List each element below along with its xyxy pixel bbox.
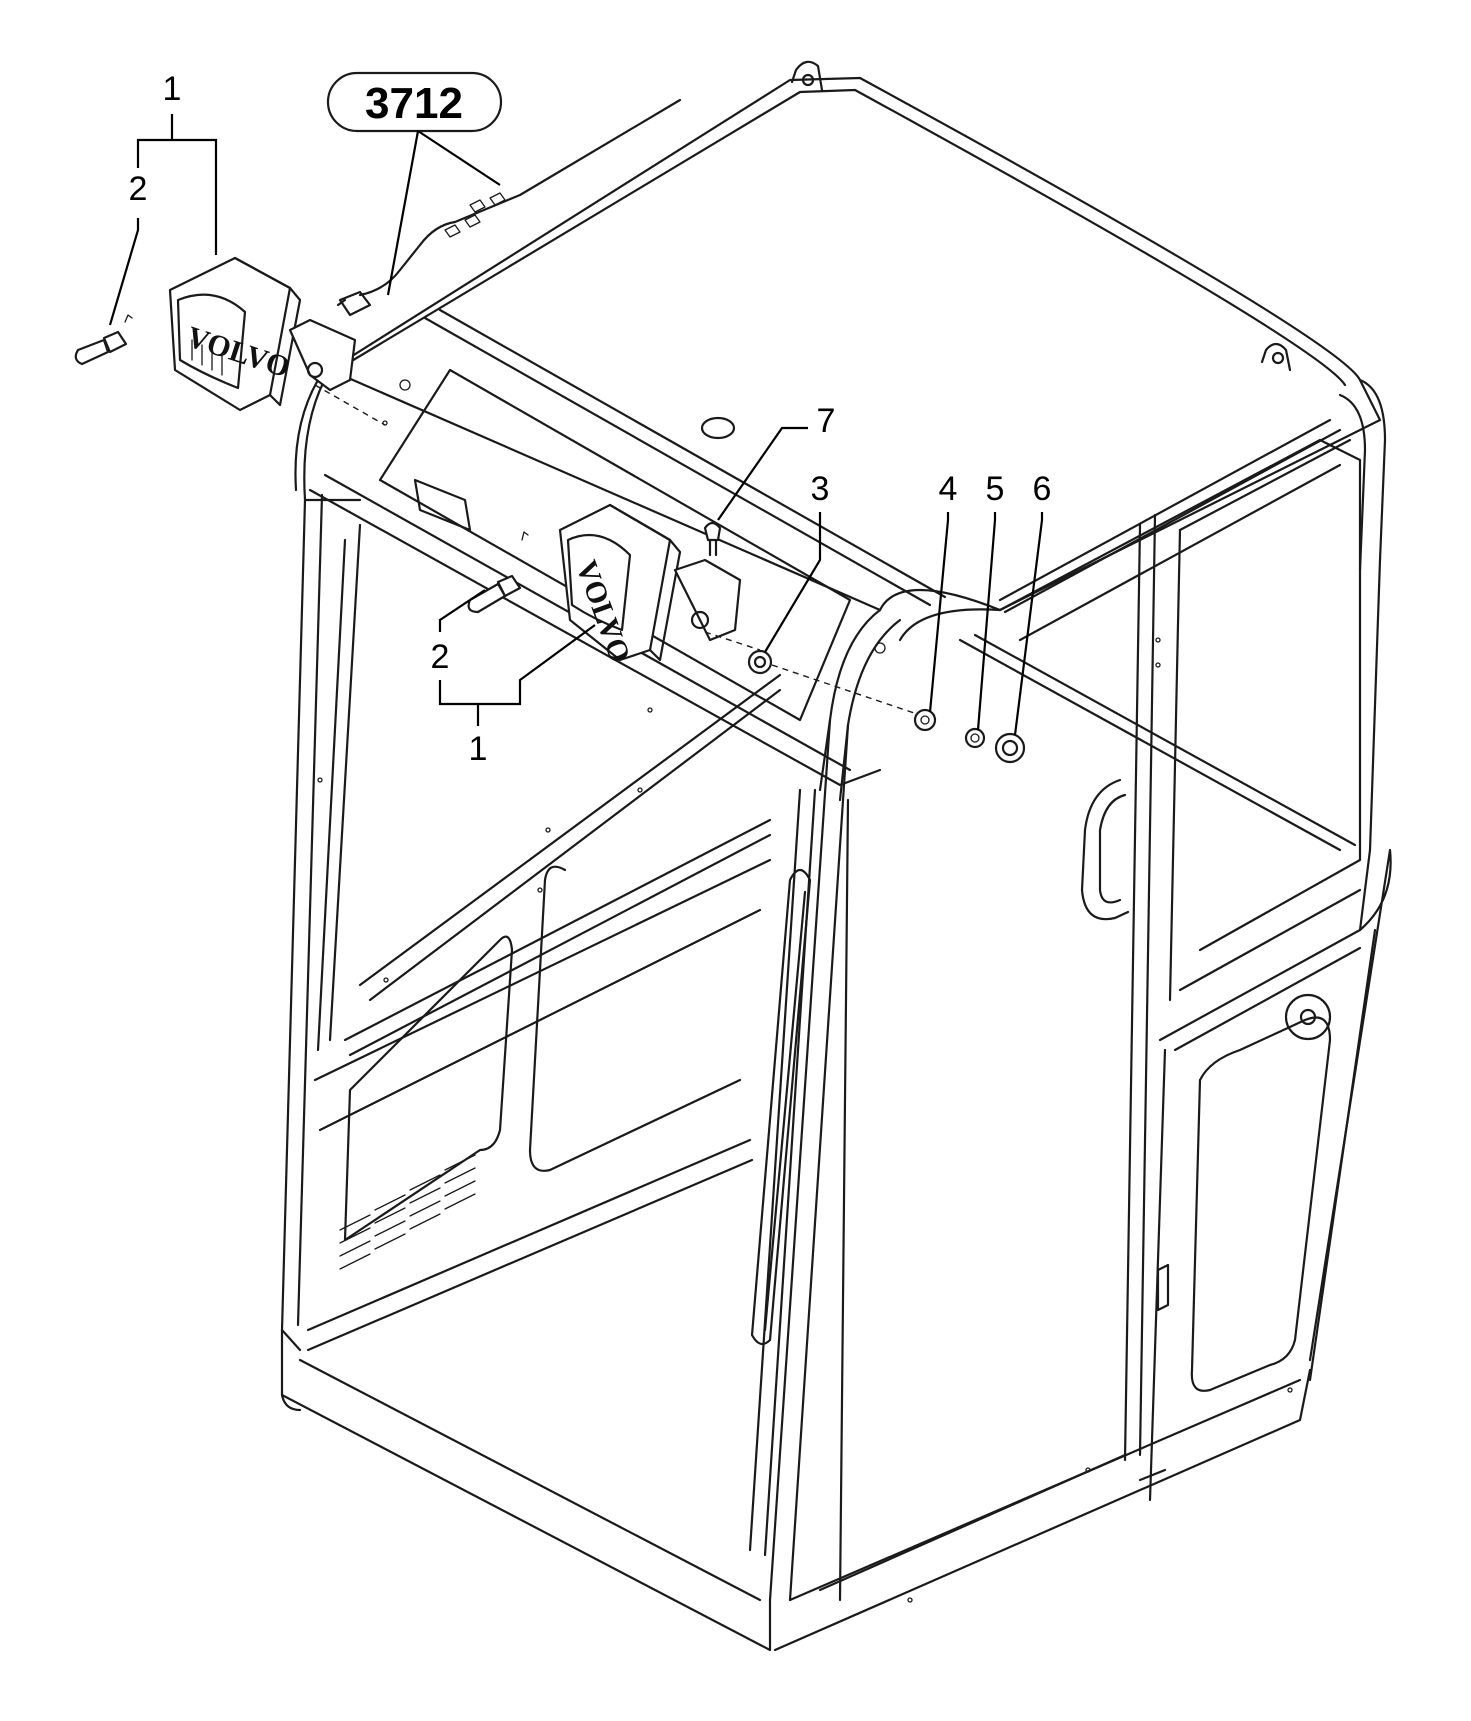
callout-bulb-front: 2 bbox=[431, 589, 486, 676]
svg-text:1: 1 bbox=[469, 730, 488, 768]
svg-text:6: 6 bbox=[1033, 470, 1052, 508]
callout-lamp-assembly-front: 1 bbox=[438, 624, 596, 768]
reference-box-3712[interactable]: 3712 bbox=[326, 71, 503, 296]
roof-grommet bbox=[700, 416, 736, 440]
vent-slots bbox=[339, 1154, 476, 1270]
callout-screw: 7 bbox=[717, 402, 836, 521]
reference-box-label: 3712 bbox=[365, 79, 463, 128]
work-lamp-front: VOLVO bbox=[558, 503, 761, 667]
callout-washer: 3 bbox=[764, 470, 830, 653]
cab-frame bbox=[280, 60, 1392, 1652]
svg-text:2: 2 bbox=[431, 638, 450, 676]
plain-washer bbox=[913, 708, 937, 732]
fastener-axis bbox=[771, 664, 921, 716]
work-lamp-top: VOLVO bbox=[168, 256, 386, 426]
washer bbox=[747, 649, 773, 675]
bulb-front bbox=[467, 531, 529, 614]
wire-harness bbox=[358, 98, 682, 297]
svg-text:1: 1 bbox=[163, 70, 182, 108]
svg-text:7: 7 bbox=[817, 402, 836, 440]
screw bbox=[703, 521, 722, 557]
callout-lock-washer: 5 bbox=[976, 470, 1005, 731]
bulb-top bbox=[74, 314, 133, 366]
callout-bulb-top: 2 bbox=[108, 170, 148, 326]
svg-text:2: 2 bbox=[129, 170, 148, 208]
svg-text:5: 5 bbox=[986, 470, 1005, 508]
lock-washer bbox=[964, 727, 986, 749]
callout-nut: 6 bbox=[1013, 470, 1052, 736]
callout-plain-washer: 4 bbox=[928, 470, 958, 713]
nut bbox=[994, 732, 1026, 764]
svg-text:3: 3 bbox=[811, 470, 830, 508]
svg-text:4: 4 bbox=[939, 470, 958, 508]
callout-lamp-assembly-top: 1 bbox=[136, 70, 218, 255]
